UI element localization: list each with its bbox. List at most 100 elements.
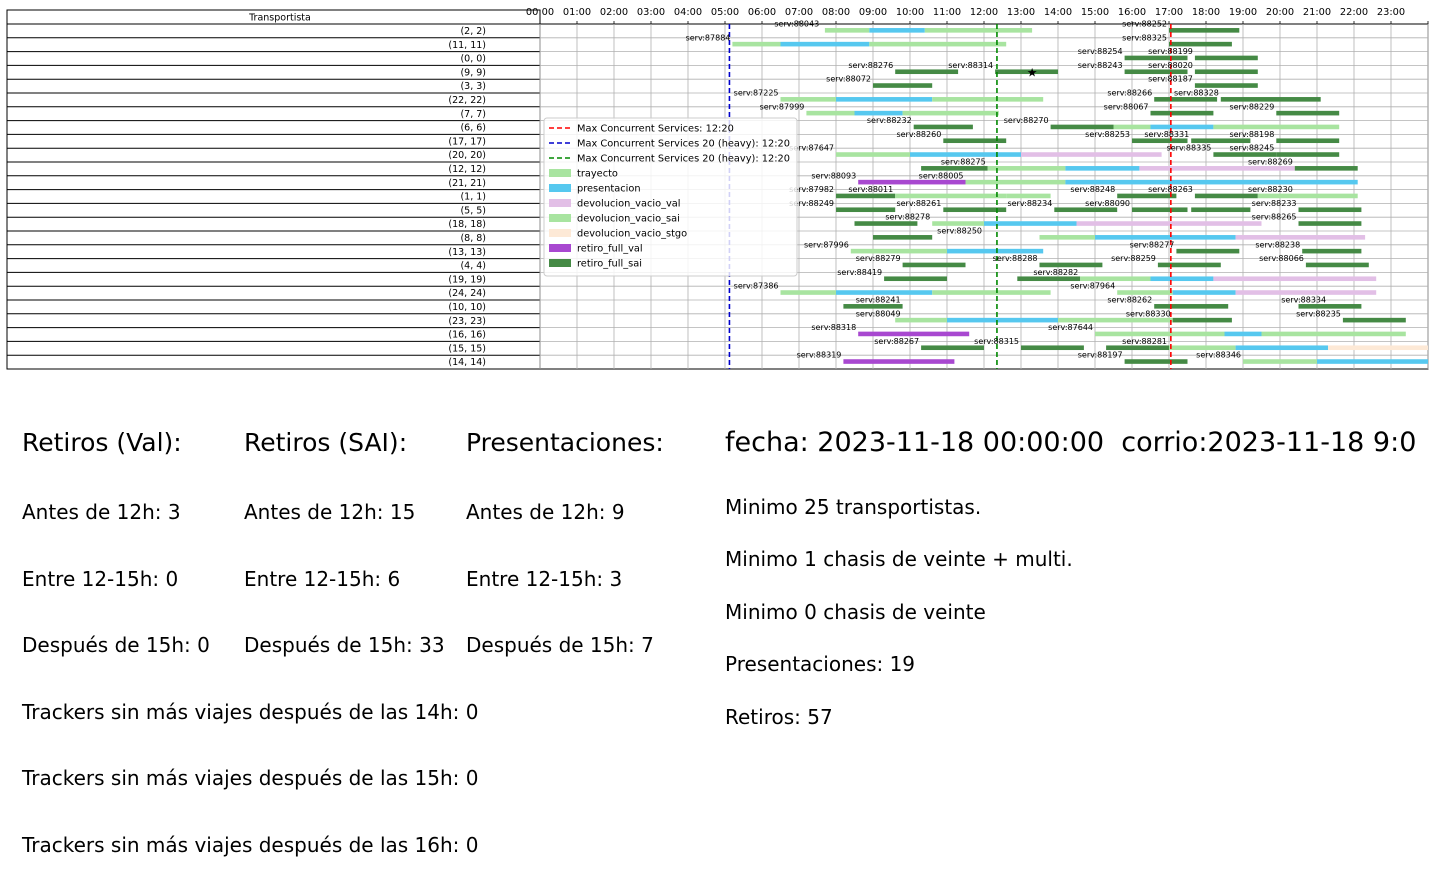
bar-trayecto (1039, 235, 1095, 240)
service-label: serv:88249 (789, 199, 834, 208)
service-label: serv:88049 (856, 309, 901, 318)
bar-retiro_full_sai (1124, 69, 1188, 75)
bar-retiro_full_sai (1132, 207, 1188, 213)
x-tick-label: 17:00 (1155, 7, 1183, 18)
bar-trayecto (1169, 345, 1236, 351)
presentaciones-12-15: Entre 12-15h: 3 (466, 566, 623, 591)
bar-trayecto (902, 110, 999, 116)
legend-swatch (549, 259, 571, 267)
bar-retiro_full_sai (1154, 97, 1218, 102)
service-label: serv:87964 (1070, 282, 1115, 291)
min-transportistas: Minimo 25 transportistas. (725, 495, 982, 519)
bar-retiro_full_sai (1305, 262, 1369, 268)
bar-retiro_full_sai (943, 138, 1007, 144)
service-label: serv:88233 (1252, 199, 1297, 208)
table-row-label: (21, 21) (448, 178, 486, 189)
legend-label: presentacion (577, 184, 641, 195)
service-label: serv:87996 (804, 240, 849, 249)
bar-retiro_full_sai (895, 69, 959, 75)
bar-trayecto (1006, 193, 1051, 199)
legend-swatch (549, 169, 571, 177)
service-label: serv:88282 (1033, 268, 1078, 277)
table-row-label: (13, 13) (448, 247, 486, 258)
service-label: serv:87982 (789, 185, 834, 194)
table-row-label: (4, 4) (460, 261, 486, 272)
service-label: serv:88245 (1229, 144, 1274, 153)
bar-retiro_full_sai (921, 345, 984, 351)
legend-frame (543, 117, 798, 277)
x-tick-label: 05:00 (711, 7, 739, 18)
bar-retiro_full_sai (1169, 28, 1240, 33)
service-label: serv:88419 (837, 268, 882, 277)
retiros-sai-before-12: Antes de 12h: 15 (244, 500, 416, 524)
service-label: serv:88198 (1229, 130, 1274, 139)
bar-retiro_full_sai (836, 207, 896, 213)
legend-swatch (549, 184, 571, 192)
service-label: serv:88090 (1085, 199, 1130, 208)
bar-presentacion (910, 152, 1021, 157)
service-label: serv:88250 (937, 227, 982, 236)
bar-retiro_full_sai (873, 83, 933, 88)
table-row-label: (19, 19) (448, 274, 486, 285)
x-tick-label: 00:00 (526, 7, 554, 18)
retiros-val-title: Retiros (Val): (22, 428, 182, 457)
service-label: serv:88248 (1070, 185, 1115, 194)
bar-trayecto (836, 152, 910, 157)
bar-retiro_full_sai (1191, 138, 1251, 144)
bar-trayecto (780, 97, 836, 102)
bar-retiro_full_sai (1194, 193, 1258, 199)
service-label: serv:88254 (1078, 47, 1123, 56)
service-label: serv:88318 (811, 323, 856, 332)
x-tick-label: 16:00 (1118, 7, 1146, 18)
service-label: serv:88276 (848, 61, 893, 70)
service-label: serv:88238 (1255, 240, 1300, 249)
service-label: serv:88279 (856, 254, 901, 263)
service-label: serv:88275 (941, 158, 986, 167)
bar-devolucion_vacio_val (1235, 290, 1377, 295)
x-tick-label: 13:00 (1007, 7, 1035, 18)
service-label: serv:88331 (1144, 130, 1189, 139)
star-marker: ★ (1027, 65, 1038, 79)
retiros-val-before-12: Antes de 12h: 3 (22, 500, 181, 524)
table-row-label: (6, 6) (460, 123, 486, 134)
service-label: serv:88253 (1085, 130, 1130, 139)
service-label: serv:88267 (874, 337, 919, 346)
retiros-sai-block: Retiros (SAI): Antes de 12h: 15 Entre 12… (244, 388, 445, 679)
min-chasis-veinte: Minimo 0 chasis de veinte (725, 599, 986, 624)
service-label: serv:87647 (789, 144, 834, 153)
service-label: serv:88067 (1104, 102, 1149, 111)
bar-devolucion_vacio_val (1213, 276, 1377, 282)
bar-trayecto (932, 221, 984, 226)
bar-retiro_full_sai (1124, 359, 1188, 364)
x-tick-label: 23:00 (1377, 7, 1405, 18)
bar-retiro_full_sai (1150, 110, 1214, 116)
service-label: serv:88011 (848, 185, 893, 194)
service-label: serv:88281 (1122, 337, 1167, 346)
presentaciones-before-12: Antes de 12h: 9 (466, 500, 625, 524)
table-row-label: (16, 16) (448, 330, 486, 341)
bar-retiro_full_sai (1220, 97, 1321, 102)
bar-trayecto (806, 110, 855, 116)
table-row-label: (9, 9) (460, 67, 486, 78)
x-tick-label: 04:00 (674, 7, 702, 18)
table-row-label: (24, 24) (448, 288, 486, 299)
table-row-label: (0, 0) (460, 54, 486, 65)
table-row-label: (17, 17) (448, 136, 486, 147)
bar-presentacion (836, 290, 933, 295)
bar-retiro_full_sai (1194, 83, 1258, 88)
x-tick-label: 11:00 (933, 7, 961, 18)
bar-presentacion (1235, 345, 1329, 351)
bar-trayecto (732, 41, 781, 47)
bar-retiro_full_sai (843, 304, 903, 309)
service-label: serv:88229 (1229, 102, 1274, 111)
service-label: serv:88230 (1248, 185, 1293, 194)
bar-retiro_full_sai (1021, 345, 1084, 351)
bar-trayecto (895, 193, 1007, 199)
table-row-label: (7, 7) (460, 109, 486, 120)
bar-trayecto (987, 166, 1021, 171)
legend-label: devolucion_vacio_sai (577, 214, 680, 225)
service-label: serv:88260 (896, 130, 941, 139)
bar-retiro_full_sai (1298, 207, 1362, 213)
bar-retiro_full_val (858, 179, 966, 185)
